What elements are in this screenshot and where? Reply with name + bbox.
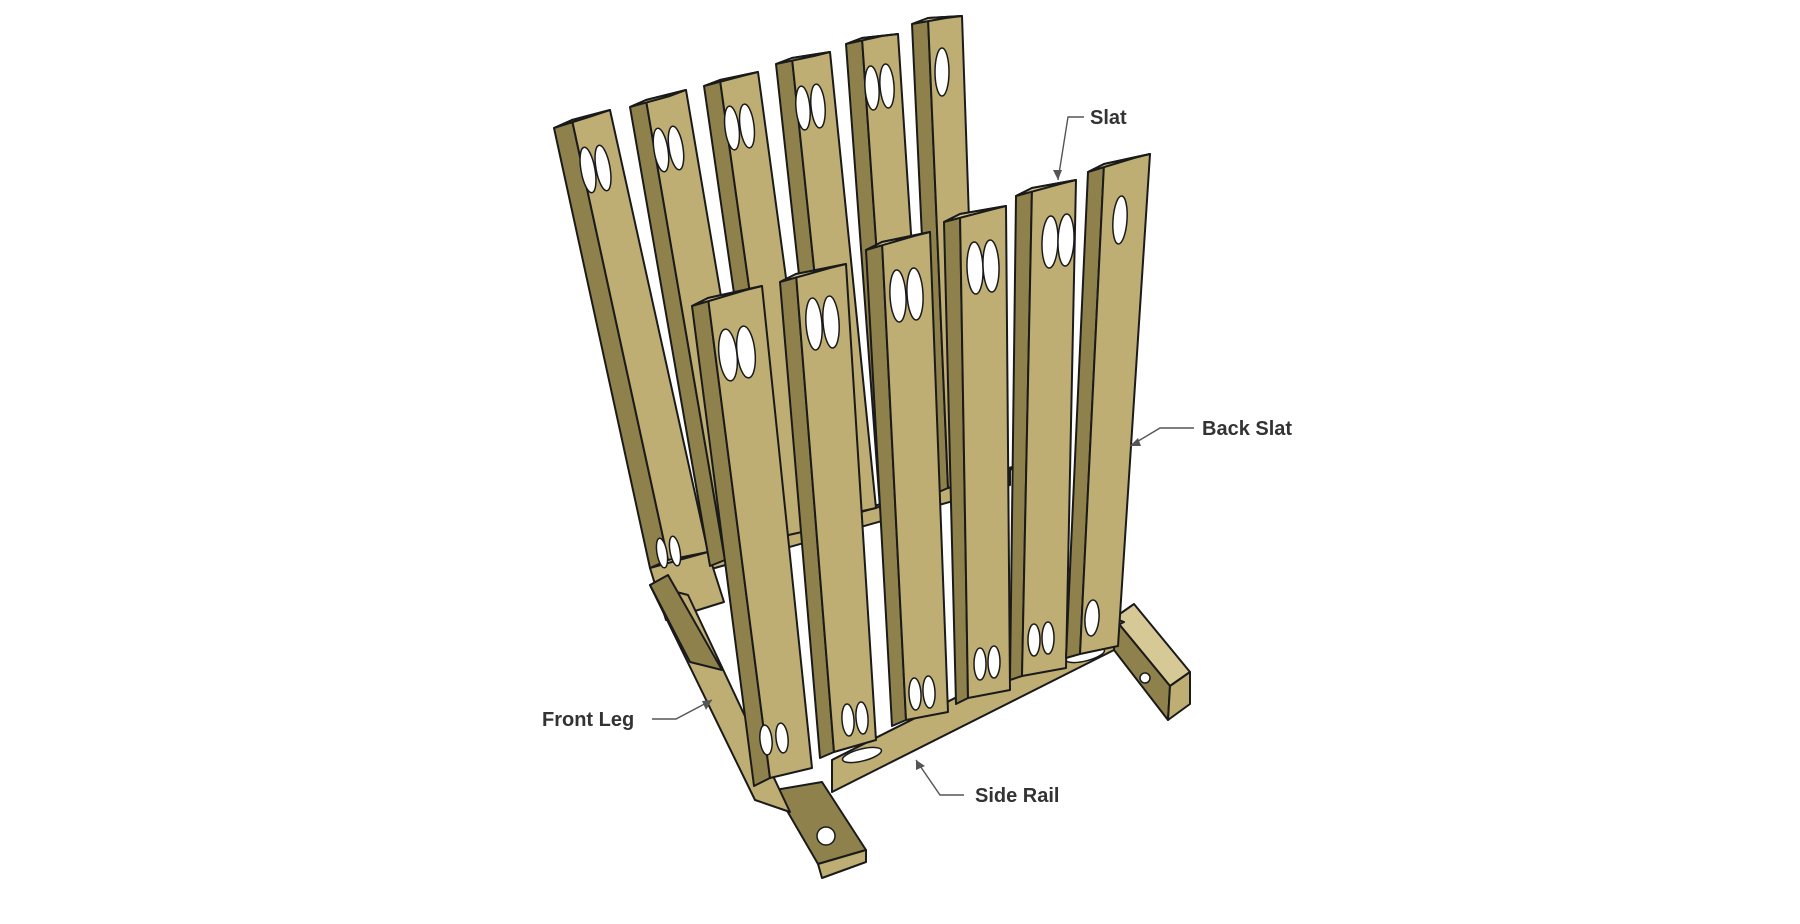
pocket-hole-pair (579, 144, 612, 194)
label-side-rail: Side Rail (915, 759, 1059, 807)
label-slat-text: Slat (1090, 107, 1127, 129)
label-back-slat-text: Back Slat (1202, 418, 1292, 440)
front-slat-4 (1009, 179, 1077, 681)
label-front-leg: Front Leg (542, 699, 713, 731)
back-slat-right (1065, 153, 1151, 659)
front-leg-foot (774, 781, 867, 879)
front-leg (691, 285, 813, 787)
label-back-slat: Back Slat (1129, 418, 1292, 447)
label-slat: Slat (1053, 107, 1127, 181)
front-assembly (649, 153, 1191, 879)
label-front-leg-text: Front Leg (542, 709, 634, 731)
front-slat-3 (943, 205, 1011, 705)
rear-foot (1113, 603, 1191, 721)
label-side-rail-text: Side Rail (975, 785, 1059, 807)
bolt-hole-icon (816, 826, 836, 846)
front-slat-2 (865, 231, 949, 727)
front-slat-1 (779, 263, 877, 759)
bolt-hole-icon (1139, 672, 1151, 684)
pocket-hole-pair (655, 535, 682, 569)
